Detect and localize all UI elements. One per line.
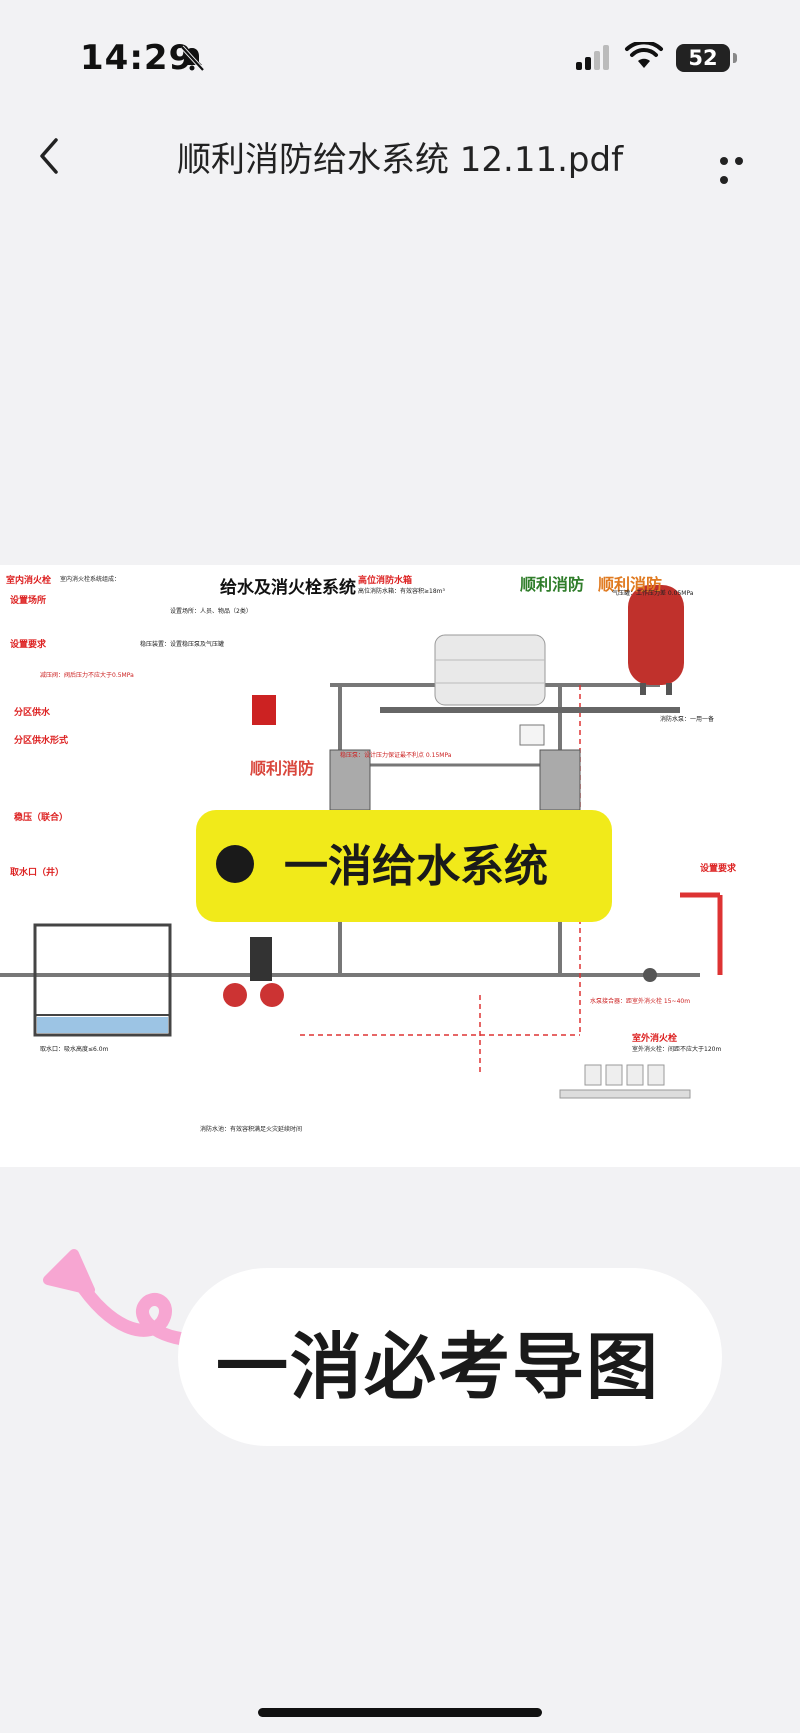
note-text: 取水口：吸水高度≤6.0m xyxy=(40,1046,109,1053)
section-label: 室外消火栓 xyxy=(632,1034,678,1044)
section-label: 稳压（联合） xyxy=(14,813,69,823)
note-text: 消防水泵：一用一备 xyxy=(660,716,715,723)
section-label: 取水口（井） xyxy=(10,868,65,878)
note-text: 消防水池：有效容积满足火灾延续时间 xyxy=(200,1126,303,1133)
section-label: 设置要求 xyxy=(700,864,737,874)
nav-bar: 顺利消防给水系统 12.11.pdf xyxy=(0,110,800,200)
section-label: 室内消火栓 xyxy=(6,576,52,586)
section-label: 分区供水 xyxy=(14,708,51,718)
pink-arrow-icon xyxy=(43,1249,210,1347)
wifi-icon xyxy=(625,42,663,68)
brand-watermark-orange: 顺利消防 xyxy=(598,575,663,594)
status-time: 14:29 xyxy=(80,38,194,78)
document-title: 顺利消防给水系统 12.11.pdf xyxy=(176,140,624,180)
battery-tip xyxy=(733,53,737,63)
section-label: 设置要求 xyxy=(10,640,47,650)
back-chevron-icon[interactable] xyxy=(30,134,70,178)
home-indicator[interactable] xyxy=(258,1708,542,1717)
note-text: 气压罐：工作压力差 0.05MPa xyxy=(612,590,694,597)
note-text: 稳压装置：设置稳压泵及气压罐 xyxy=(140,641,225,648)
note-text: 高位消防水箱：有效容积≥18m³ xyxy=(358,588,445,595)
red-note-text: 减压阀：阀后压力不应大于0.5MPa xyxy=(40,672,134,679)
section-label: 高位消防水箱 xyxy=(358,576,413,586)
more-icon[interactable] xyxy=(720,150,764,184)
bell-muted-icon xyxy=(180,45,205,72)
brand-watermark-green: 顺利消防 xyxy=(520,575,585,594)
diagram-title: 给水及消火栓系统 xyxy=(220,578,356,598)
section-label: 分区供水形式 xyxy=(14,736,69,746)
signal-icon xyxy=(576,45,609,70)
red-note-text: 水泵接合器：距室外消火栓 15~40m xyxy=(590,998,691,1005)
brand-watermark-red: 顺利消防 xyxy=(250,759,315,778)
note-text: 室内消火栓系统组成： xyxy=(60,576,121,583)
bullet-dot-icon xyxy=(216,845,254,883)
overlay-banner: 一消给水系统 xyxy=(196,810,612,922)
overlay-banner-text: 一消给水系统 xyxy=(284,841,548,892)
section-label: 设置场所 xyxy=(10,596,47,606)
red-note-text: 稳压泵：设计压力保证最不利点 0.15MPa xyxy=(340,752,452,759)
battery-icon: 52 xyxy=(676,44,730,72)
caption-text: 一消必考导图 xyxy=(216,1325,661,1409)
status-bar: 14:29 52 xyxy=(0,0,800,110)
caption-cloud: 一消必考导图 xyxy=(178,1268,722,1446)
note-text: 室外消火栓：间距不应大于120m xyxy=(632,1046,722,1053)
note-text: 设置场所：人员、物品（2类） xyxy=(170,608,252,615)
